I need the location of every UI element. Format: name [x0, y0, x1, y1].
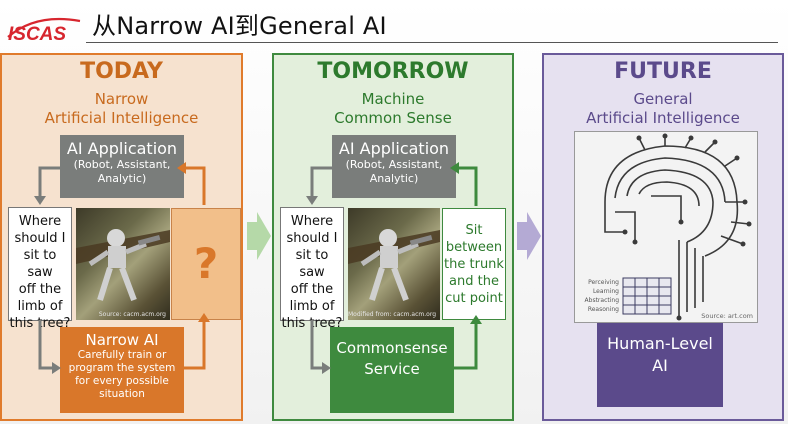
tomorrow-to-future-arrow	[517, 212, 541, 260]
narrow-ai-title: Narrow AI	[85, 331, 159, 349]
arrowhead	[177, 162, 186, 174]
today-app-sub-1: (Robot, Assistant,	[73, 158, 171, 171]
question-line: off the	[18, 282, 62, 297]
arrowhead	[322, 362, 331, 374]
tomorrow-question-to-service-arrow	[310, 320, 322, 370]
brain-circuit-icon	[604, 133, 752, 321]
today-question-box: Where should I sit to saw off the limb o…	[8, 207, 72, 331]
arrowhead	[34, 196, 46, 205]
question-line: should I	[286, 231, 338, 246]
narrow-ai-desc: situation	[99, 388, 145, 400]
today-question-to-narrow-arrow	[38, 320, 52, 370]
today-app-sub-2: Analytic)	[97, 172, 147, 185]
question-line: sit to saw	[295, 248, 329, 280]
commonsense-service-box: Commonsense Service	[330, 327, 454, 413]
robot-figure	[76, 229, 170, 302]
tomorrow-green-loop-arrow	[454, 166, 478, 370]
question-line: off the	[290, 282, 334, 297]
tomorrow-heading: TOMORROW	[317, 59, 469, 84]
brain-label: Abstracting	[584, 297, 619, 304]
today-to-tomorrow-arrow	[247, 212, 271, 260]
arrowhead	[198, 313, 210, 322]
tomorrow-question-box: Where should I sit to saw off the limb o…	[280, 207, 344, 331]
today-heading: TODAY	[80, 59, 163, 84]
question-line: limb of	[289, 299, 335, 314]
answer-line: between	[445, 240, 503, 255]
arrowhead	[450, 162, 459, 174]
arrowhead	[306, 196, 318, 205]
future-heading: FUTURE	[614, 59, 712, 84]
tomorrow-subtitle-2: Common Sense	[334, 109, 452, 127]
question-line: limb of	[17, 299, 63, 314]
today-subtitle-1: Narrow	[94, 90, 149, 108]
answer-line: the trunk	[444, 257, 504, 272]
answer-line: cut point	[445, 291, 503, 306]
future-subtitle-1: General	[633, 90, 693, 108]
future-subtitle-2: Artificial Intelligence	[586, 109, 740, 127]
today-app-title: AI Application	[66, 139, 178, 158]
question-line: should I	[14, 231, 66, 246]
today-photo-source: Source: cacm.acm.org	[98, 311, 166, 318]
tomorrow-app-title: AI Application	[338, 139, 450, 158]
tomorrow-app-sub-2: Analytic)	[369, 172, 419, 185]
answer-line: and the	[449, 274, 499, 289]
human-level-ai-box: Human-Level AI	[597, 323, 723, 407]
slide-title: 从Narrow AI到General AI	[92, 12, 387, 40]
tomorrow-robot-photo: Modified from: cacm.acm.org	[348, 208, 440, 320]
unknown-answer-box: ?	[171, 208, 241, 320]
brain-labels: Perceiving Learning Abstracting Reasonin…	[579, 278, 619, 314]
today-subtitle-2: Artificial Intelligence	[44, 109, 199, 127]
question-line: Where	[290, 214, 334, 229]
tomorrow-app-sub-1: (Robot, Assistant,	[345, 158, 443, 171]
robot-figure	[348, 229, 440, 302]
human-level-line-1: Human-Level	[607, 334, 713, 353]
brain-label: Reasoning	[587, 306, 619, 313]
tomorrow-app-to-question-arrow	[310, 166, 332, 198]
brain-label: Perceiving	[588, 279, 619, 286]
narrow-ai-desc: for every possible	[75, 375, 169, 387]
brain-circuit-image: Perceiving Learning Abstracting Reasonin…	[574, 131, 758, 323]
arrowhead	[52, 362, 61, 374]
service-line-2: Service	[364, 360, 420, 378]
narrow-ai-desc: program the system	[68, 362, 176, 374]
arrowhead	[470, 315, 482, 324]
brain-label: Learning	[592, 288, 619, 295]
narrow-ai-box: Narrow AI Carefully train or program the…	[60, 327, 184, 413]
today-robot-photo: Source: cacm.acm.org	[76, 208, 170, 320]
today-orange-loop-arrow	[183, 166, 206, 370]
human-level-line-2: AI	[652, 356, 668, 375]
tomorrow-photo-source: Modified from: cacm.acm.org	[348, 311, 436, 318]
tomorrow-ai-application: AI Application (Robot, Assistant, Analyt…	[332, 135, 456, 198]
title-divider	[86, 42, 778, 43]
answer-line: Sit	[465, 223, 483, 238]
narrow-ai-desc: Carefully train or	[77, 349, 167, 361]
tomorrow-subtitle-1: Machine	[361, 90, 425, 108]
question-line: Where	[18, 214, 62, 229]
logo-text: ISCAS	[8, 24, 66, 43]
service-line-1: Commonsense	[336, 339, 448, 357]
panel-future: FUTURE General Artificial Intelligence	[542, 53, 784, 421]
question-line: sit to saw	[23, 248, 57, 280]
brain-source: Source: art.com	[701, 312, 753, 320]
today-app-to-question-arrow	[38, 166, 60, 198]
iscas-logo: ISCAS	[7, 17, 81, 43]
panel-tomorrow: TOMORROW Machine Common Sense AI Applica…	[272, 53, 514, 421]
today-ai-application: AI Application (Robot, Assistant, Analyt…	[60, 135, 184, 198]
